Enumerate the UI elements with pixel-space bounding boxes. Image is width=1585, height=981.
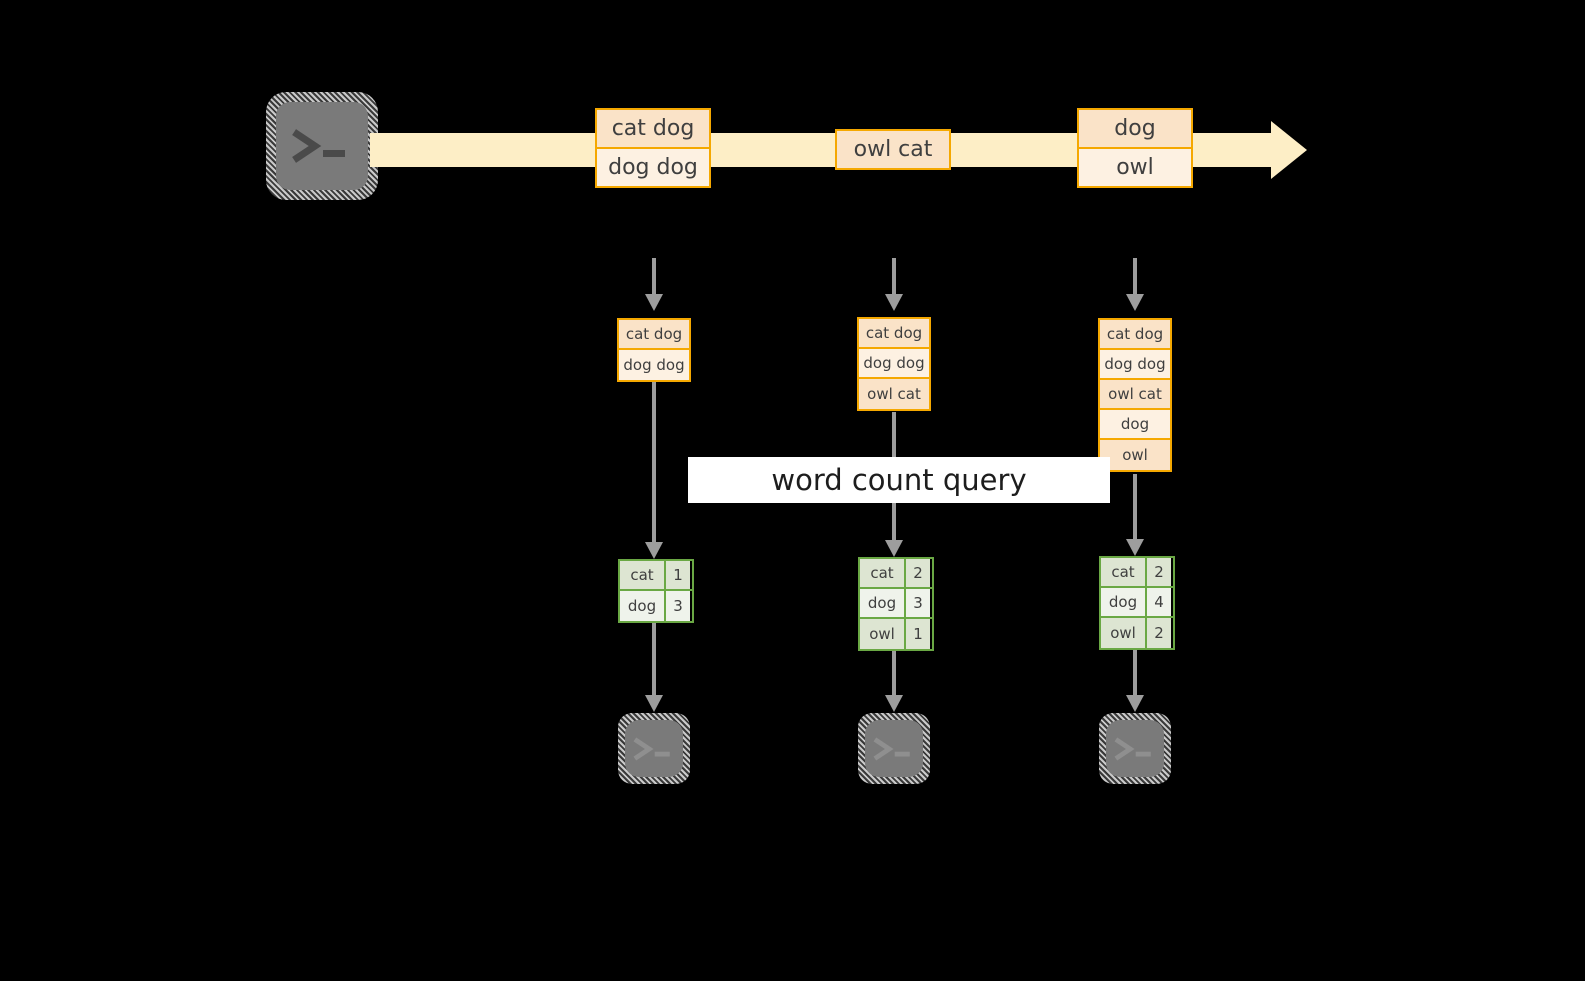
- sink-terminal-icon-2[interactable]: [858, 713, 930, 784]
- connector-buffer-2-to-result-2-arrowhead: [885, 540, 903, 557]
- query-banner: word count query: [688, 457, 1110, 503]
- prompt-glyph-icon: [873, 736, 910, 761]
- result-word: owl: [860, 619, 906, 649]
- terminal-screen: [625, 720, 683, 777]
- connector-stream-to-buffer-1: [652, 258, 656, 294]
- buffer-stack-3[interactable]: cat dog dog dog owl cat dog owl: [1098, 318, 1172, 472]
- prompt-glyph-icon: [633, 736, 670, 761]
- result-word: cat: [620, 561, 666, 589]
- connector-stream-to-buffer-2-arrowhead: [885, 294, 903, 311]
- connector-result-2-to-sink-2: [892, 651, 896, 697]
- result-table-2[interactable]: cat 2 dog 3 owl 1: [858, 557, 934, 651]
- sink-terminal-icon-3[interactable]: [1099, 713, 1171, 784]
- table-row: dog 3: [860, 589, 932, 619]
- buffer-row: dog dog: [619, 350, 689, 380]
- result-word: dog: [1101, 588, 1147, 616]
- source-terminal-icon[interactable]: [266, 92, 378, 200]
- prompt-glyph-icon: [292, 129, 345, 163]
- result-count: 2: [1147, 558, 1171, 586]
- result-count: 3: [906, 589, 930, 617]
- result-count: 3: [666, 591, 690, 621]
- buffer-row: owl: [1100, 440, 1170, 470]
- terminal-screen: [276, 102, 368, 190]
- stream-event-3-line-1[interactable]: dog: [1077, 108, 1193, 149]
- result-count: 4: [1147, 588, 1171, 616]
- connector-buffer-1-to-result-1: [652, 382, 656, 544]
- connector-buffer-3-to-result-3: [1133, 474, 1137, 542]
- result-count: 2: [906, 559, 930, 587]
- query-banner-label: word count query: [771, 463, 1027, 497]
- connector-result-1-to-sink-1-arrowhead: [645, 695, 663, 712]
- table-row: dog 3: [620, 591, 692, 621]
- terminal-screen: [865, 720, 923, 777]
- buffer-row: cat dog: [619, 320, 689, 350]
- connector-stream-to-buffer-3: [1133, 258, 1137, 294]
- result-word: dog: [860, 589, 906, 617]
- connector-stream-to-buffer-3-arrowhead: [1126, 294, 1144, 311]
- result-word: cat: [860, 559, 906, 587]
- buffer-row: dog dog: [859, 349, 929, 379]
- result-word: cat: [1101, 558, 1147, 586]
- connector-result-3-to-sink-3: [1133, 650, 1137, 697]
- result-word: owl: [1101, 618, 1147, 648]
- table-row: dog 4: [1101, 588, 1173, 618]
- result-count: 2: [1147, 618, 1171, 648]
- stream-arrow-head: [1271, 121, 1307, 179]
- connector-stream-to-buffer-2: [892, 258, 896, 294]
- buffer-row: cat dog: [859, 319, 929, 349]
- stream-event-1-line-1[interactable]: cat dog: [595, 108, 711, 149]
- connector-buffer-3-to-result-3-arrowhead: [1126, 539, 1144, 556]
- result-count: 1: [666, 561, 690, 589]
- connector-buffer-1-to-result-1-arrowhead: [645, 542, 663, 559]
- buffer-row: dog dog: [1100, 350, 1170, 380]
- connector-result-3-to-sink-3-arrowhead: [1126, 695, 1144, 712]
- connector-result-1-to-sink-1: [652, 623, 656, 697]
- buffer-row: dog: [1100, 410, 1170, 440]
- table-row: cat 1: [620, 561, 692, 591]
- stream-event-1-line-2[interactable]: dog dog: [595, 147, 711, 188]
- result-count: 1: [906, 619, 930, 649]
- buffer-stack-1[interactable]: cat dog dog dog: [617, 318, 691, 382]
- table-row: owl 1: [860, 619, 932, 649]
- connector-stream-to-buffer-1-arrowhead: [645, 294, 663, 311]
- result-word: dog: [620, 591, 666, 621]
- buffer-stack-2[interactable]: cat dog dog dog owl cat: [857, 317, 931, 411]
- connector-result-2-to-sink-2-arrowhead: [885, 695, 903, 712]
- table-row: owl 2: [1101, 618, 1173, 648]
- result-table-1[interactable]: cat 1 dog 3: [618, 559, 694, 623]
- buffer-row: owl cat: [1100, 380, 1170, 410]
- sink-terminal-icon-1[interactable]: [618, 713, 690, 784]
- buffer-row: cat dog: [1100, 320, 1170, 350]
- table-row: cat 2: [1101, 558, 1173, 588]
- prompt-glyph-icon: [1114, 736, 1151, 761]
- terminal-screen: [1106, 720, 1164, 777]
- stream-event-3-line-2[interactable]: owl: [1077, 147, 1193, 188]
- result-table-3[interactable]: cat 2 dog 4 owl 2: [1099, 556, 1175, 650]
- buffer-row: owl cat: [859, 379, 929, 409]
- table-row: cat 2: [860, 559, 932, 589]
- stream-event-2-line-1[interactable]: owl cat: [835, 129, 951, 170]
